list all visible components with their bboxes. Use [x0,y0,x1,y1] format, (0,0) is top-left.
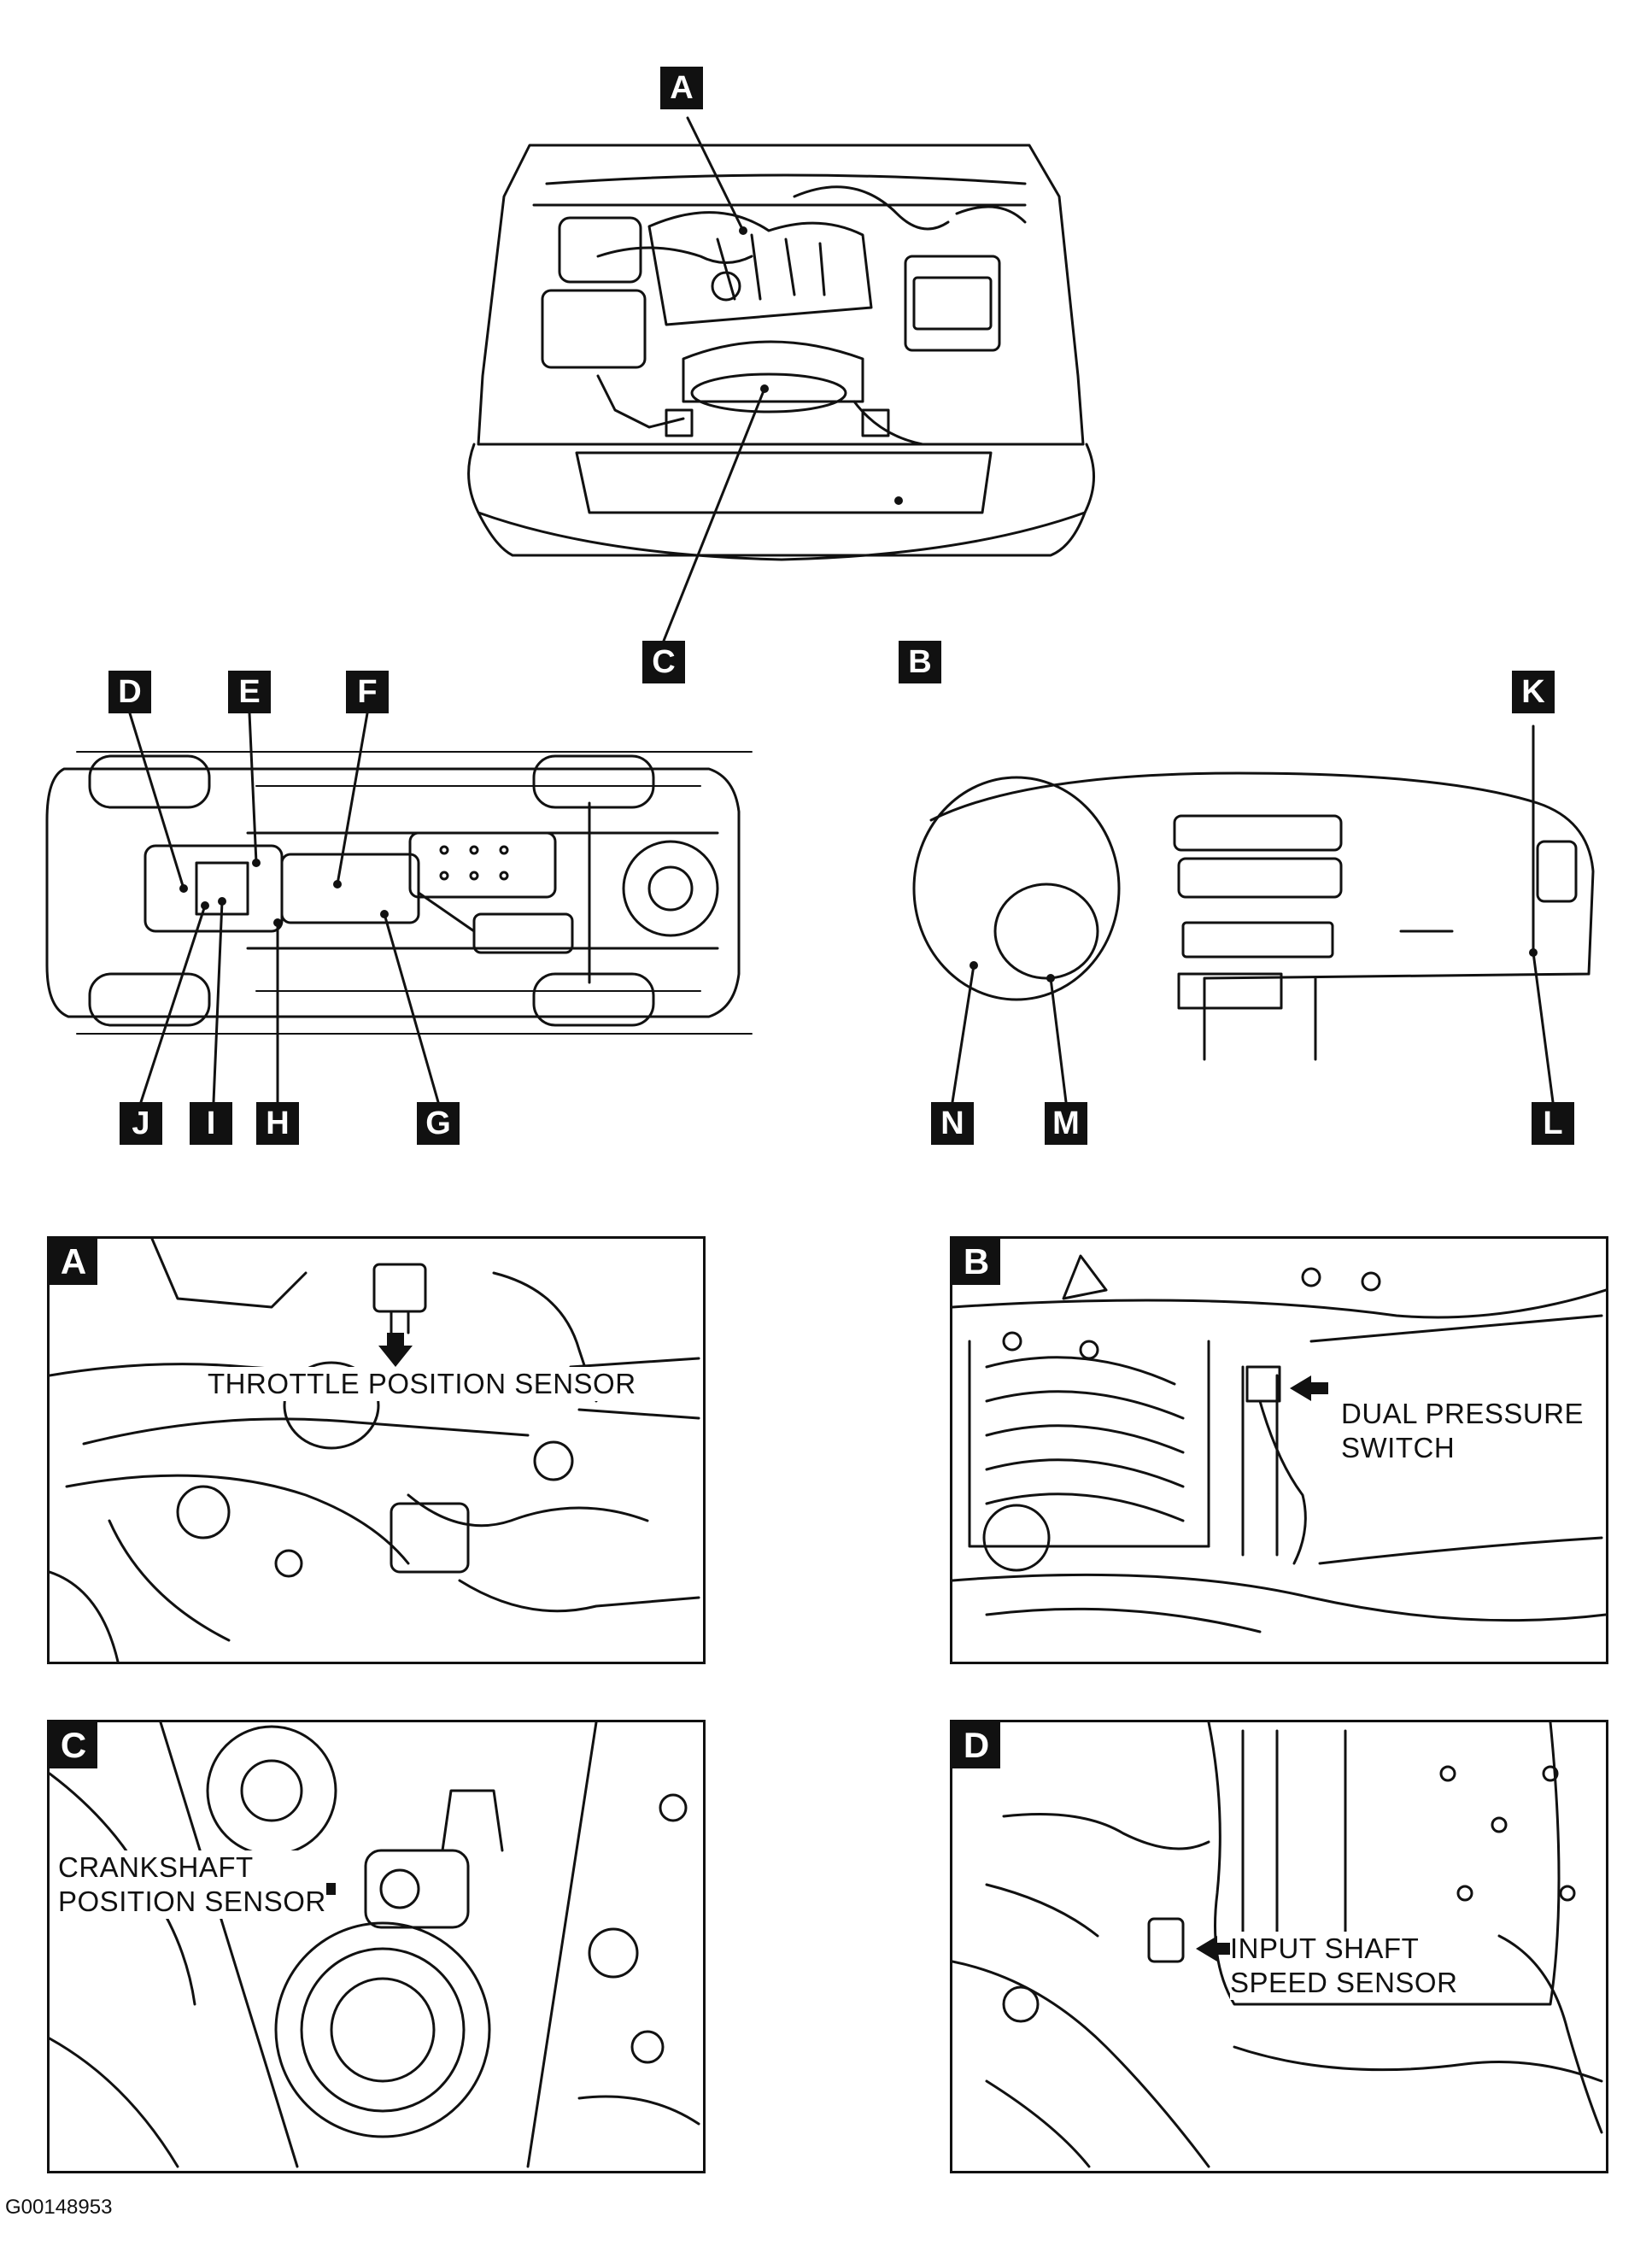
figure-id: G00148953 [5,2196,113,2219]
component-overview-illustration [45,116,1595,1104]
callout-e: E [228,671,271,713]
callout-g: G [417,1102,460,1145]
callout-a: A [660,67,703,109]
callout-l: L [1532,1102,1574,1145]
callout-n: N [931,1102,974,1145]
callout-d: D [108,671,151,713]
throttle-body-illustration [50,1239,700,1662]
callout-f: F [346,671,389,713]
crankshaft-area-illustration [50,1722,700,2168]
panel-tag-d: D [952,1722,1000,1768]
input-shaft-speed-sensor-label: INPUT SHAFT SPEED SENSOR [1230,1932,1458,2000]
detail-panel-a: A THROTTLE POSITION SENSOR [47,1236,706,1664]
dual-pressure-switch-label: DUAL PRESSURE SWITCH [1341,1397,1585,1465]
crankshaft-position-sensor-label: CRANKSHAFT POSITION SENSOR [58,1850,326,1919]
panel-tag-c: C [50,1722,97,1768]
callout-i: I [190,1102,232,1145]
panel-tag-a: A [50,1239,97,1285]
callout-b: B [899,641,941,683]
callout-m: M [1045,1102,1087,1145]
callout-k: K [1512,671,1555,713]
panel-tag-b: B [952,1239,1000,1285]
detail-panel-d: D INPUT SHAFT SPEED SENSOR [950,1720,1608,2173]
instrument-panel-drawing [912,724,1595,1104]
callout-c: C [642,641,685,683]
underbody-drawing [45,712,753,1104]
engine-bay-drawing [467,116,1095,642]
condenser-area-illustration [952,1254,1606,1633]
callout-j: J [120,1102,162,1145]
throttle-position-sensor-label: THROTTLE POSITION SENSOR [208,1367,636,1401]
detail-panel-c: C CRANKSHAFT POSITION SENSOR [47,1720,706,2173]
detail-panel-b: B DUAL PRESSURE SWITCH [950,1236,1608,1664]
callout-h: H [256,1102,299,1145]
